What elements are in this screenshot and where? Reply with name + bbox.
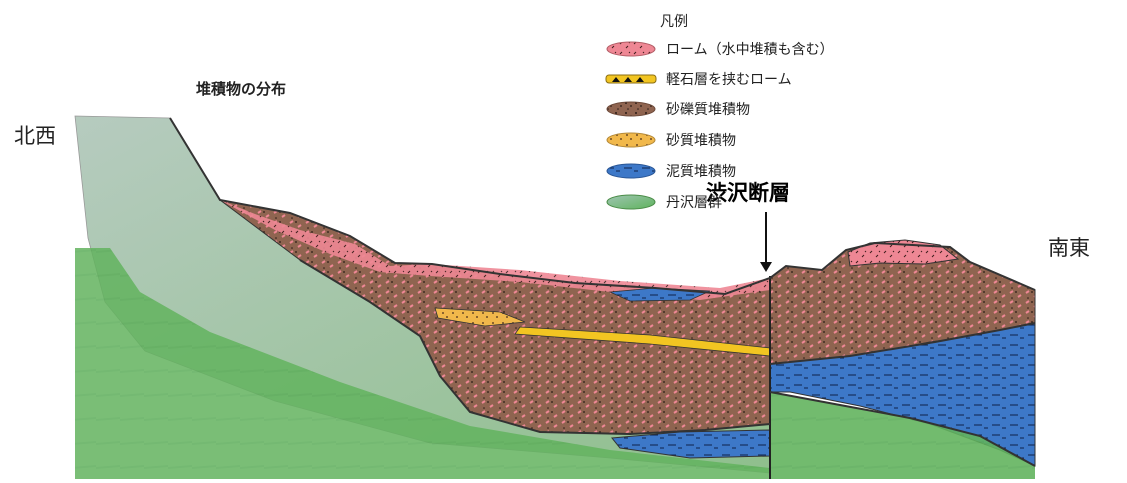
legend-item-pumice-loam: 軽石層を挟むローム — [604, 68, 792, 90]
sand-lens — [434, 307, 526, 327]
legend-swatch-tanzawa — [606, 194, 656, 210]
legend-swatch-sand — [606, 132, 656, 148]
legend-swatch-pumice-loam — [605, 74, 657, 84]
legend-item-sand: 砂質堆積物 — [604, 129, 736, 151]
fault-arrow-head — [760, 262, 772, 272]
right-mud-top-outline — [769, 322, 1036, 365]
legend-item-loam: ローム（水中堆積も含む） — [604, 38, 834, 60]
figure-title: 堆積物の分布 — [196, 80, 287, 98]
legend-label-sand: 砂質堆積物 — [666, 133, 736, 149]
direction-southeast: 南東 — [1048, 236, 1090, 260]
legend-item-tanzawa: 丹沢層群 — [604, 191, 722, 213]
legend-label-pumice-loam: 軽石層を挟むローム — [666, 72, 792, 88]
legend-item-gravel: 砂礫質堆積物 — [604, 98, 750, 120]
legend-title: 凡例 — [660, 14, 688, 30]
basin-base-outline — [299, 259, 771, 436]
right-base-outline — [769, 391, 1036, 467]
basin-loam-top — [220, 200, 770, 300]
legend-item-mud: 泥質堆積物 — [604, 160, 736, 182]
legend-swatch-loam — [606, 41, 656, 57]
legend-swatch-gravel — [606, 101, 656, 117]
legend-label-loam: ローム（水中堆積も含む） — [666, 42, 834, 58]
tanzawa-group-left-lower — [75, 248, 770, 479]
left-outline — [169, 117, 1036, 296]
fault-label: 渋沢断層 — [706, 181, 790, 205]
legend-label-mud: 泥質堆積物 — [666, 164, 736, 180]
legend-label-gravel: 砂礫質堆積物 — [666, 102, 750, 118]
right-block-tanzawa — [770, 392, 1035, 479]
direction-northwest: 北西 — [14, 124, 56, 148]
legend-swatch-mud — [606, 163, 656, 179]
legend-label-tanzawa: 丹沢層群 — [666, 195, 722, 211]
